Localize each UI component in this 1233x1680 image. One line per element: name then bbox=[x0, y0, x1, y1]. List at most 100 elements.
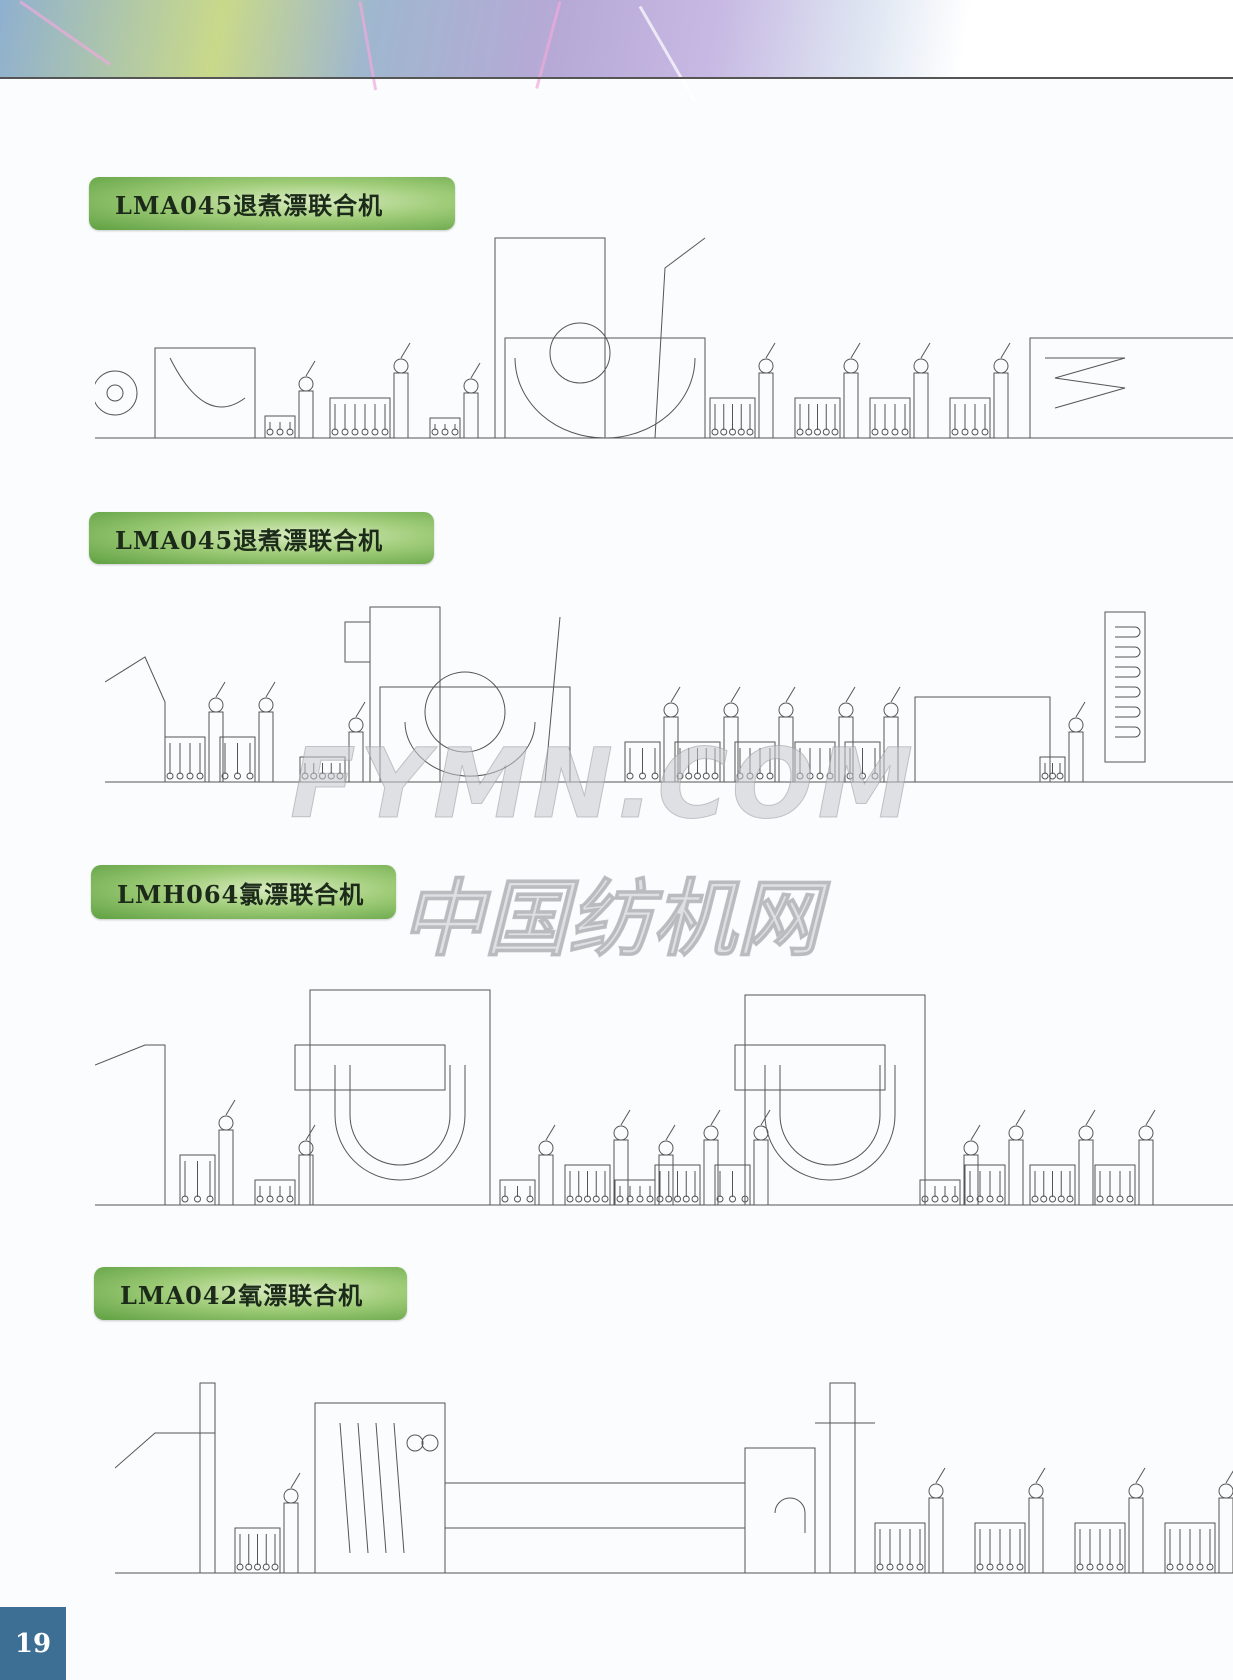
drawing-stroke bbox=[566, 1195, 574, 1203]
drawing-stroke bbox=[218, 1129, 234, 1206]
drawing-stroke bbox=[421, 1434, 439, 1452]
drawing-stroke bbox=[424, 671, 506, 753]
drawing-stroke bbox=[1086, 1563, 1094, 1571]
drawing-stroke bbox=[1166, 1563, 1174, 1571]
drawing-stroke bbox=[164, 736, 206, 783]
section-title-3: LMH064氯漂联合机 bbox=[91, 865, 396, 919]
drawing-stroke bbox=[1041, 772, 1049, 780]
drawing-stroke bbox=[1138, 1125, 1154, 1141]
drawing-stroke bbox=[1039, 756, 1066, 783]
drawing-stroke bbox=[1015, 1109, 1026, 1126]
drawing-stroke bbox=[234, 1527, 281, 1574]
drawing-stroke bbox=[805, 428, 813, 436]
drawing-stroke bbox=[1115, 666, 1141, 678]
drawing-stroke bbox=[963, 1140, 979, 1156]
drawing-stroke bbox=[1056, 772, 1064, 780]
drawing-stroke bbox=[1115, 726, 1141, 738]
drawing-stroke bbox=[756, 772, 764, 780]
drawing-stroke bbox=[601, 1195, 609, 1203]
drawing-stroke bbox=[730, 686, 741, 703]
drawing-stroke bbox=[199, 1382, 216, 1574]
drawing-stroke bbox=[584, 1195, 591, 1203]
drawing-stroke bbox=[919, 1179, 961, 1206]
drawing-stroke bbox=[538, 1154, 554, 1206]
drawing-stroke bbox=[1094, 1164, 1136, 1206]
drawing-stroke bbox=[225, 1099, 236, 1116]
drawing-stroke bbox=[499, 1179, 536, 1206]
drawing-stroke bbox=[1218, 1483, 1233, 1499]
drawing-stroke bbox=[104, 656, 166, 782]
section-title-2: LMA045退煮漂联合机 bbox=[89, 512, 434, 564]
drawing-stroke bbox=[514, 357, 696, 439]
drawing-stroke bbox=[971, 428, 979, 436]
drawing-stroke bbox=[871, 428, 879, 436]
drawing-stroke bbox=[850, 342, 861, 359]
drawing-stroke bbox=[1000, 342, 1011, 359]
drawing-stroke bbox=[348, 717, 364, 733]
drawing-stroke bbox=[806, 772, 814, 780]
drawing-stroke bbox=[658, 1140, 674, 1156]
drawing-stroke bbox=[298, 376, 314, 392]
drawing-stroke bbox=[685, 772, 693, 780]
drawing-stroke bbox=[331, 428, 339, 436]
drawing-stroke bbox=[814, 428, 821, 436]
drawing-stroke bbox=[723, 702, 739, 718]
drawing-stroke bbox=[626, 1195, 634, 1203]
drawing-stroke bbox=[379, 686, 571, 783]
drawing-stroke bbox=[711, 428, 719, 436]
drawing-stroke bbox=[245, 1563, 253, 1571]
drawing-stroke bbox=[703, 1139, 719, 1206]
drawing-stroke bbox=[592, 1195, 600, 1203]
drawing-stroke bbox=[234, 772, 241, 780]
drawing-stroke bbox=[305, 360, 316, 377]
drawing-stroke bbox=[916, 1563, 924, 1571]
drawing-stroke bbox=[341, 428, 349, 436]
drawing-stroke bbox=[1008, 1139, 1024, 1206]
drawing-stroke bbox=[298, 390, 314, 439]
drawing-stroke bbox=[720, 428, 728, 436]
drawing-stroke bbox=[349, 1065, 451, 1166]
drawing-stroke bbox=[290, 1472, 301, 1489]
drawing-stroke bbox=[154, 347, 256, 438]
drawing-stroke bbox=[613, 1139, 629, 1206]
drawing-stroke bbox=[298, 1140, 314, 1156]
drawing-stroke bbox=[1074, 1522, 1126, 1574]
drawing-stroke bbox=[294, 1044, 446, 1091]
drawing-stroke bbox=[766, 772, 774, 780]
drawing-stroke bbox=[1128, 1483, 1144, 1499]
drawing-stroke bbox=[545, 1124, 556, 1141]
drawing-stroke bbox=[794, 741, 836, 783]
drawing-stroke bbox=[964, 1164, 1006, 1206]
drawing-stroke bbox=[1206, 1563, 1214, 1571]
drawing-stroke bbox=[986, 1195, 994, 1203]
drawing-stroke bbox=[286, 1195, 294, 1203]
drawing-stroke bbox=[993, 358, 1009, 374]
drawing-stroke bbox=[676, 772, 684, 780]
drawing-stroke bbox=[196, 772, 204, 780]
drawing-stroke bbox=[336, 772, 344, 780]
drawing-stroke bbox=[265, 681, 276, 698]
section-title-4: LMA042氧漂联合机 bbox=[94, 1267, 407, 1320]
drawing-stroke bbox=[1104, 611, 1146, 763]
drawing-stroke bbox=[663, 702, 679, 718]
drawing-stroke bbox=[1008, 1125, 1024, 1141]
drawing-stroke bbox=[949, 397, 991, 439]
drawing-stroke bbox=[976, 1563, 984, 1571]
drawing-stroke bbox=[351, 428, 359, 436]
drawing-stroke bbox=[845, 686, 856, 703]
machine-diagram-2 bbox=[104, 598, 1233, 794]
drawing-stroke bbox=[1164, 1522, 1216, 1574]
drawing-stroke bbox=[869, 397, 911, 439]
drawing-stroke bbox=[186, 772, 194, 780]
drawing-stroke bbox=[694, 772, 701, 780]
drawing-stroke bbox=[961, 428, 969, 436]
drawing-stroke bbox=[753, 1125, 769, 1141]
drawing-stroke bbox=[463, 392, 479, 439]
drawing-stroke bbox=[843, 372, 859, 439]
page-number: 19 bbox=[0, 1607, 66, 1680]
drawing-stroke bbox=[501, 1195, 509, 1203]
drawing-stroke bbox=[301, 772, 309, 780]
drawing-stroke bbox=[711, 772, 719, 780]
drawing-stroke bbox=[935, 1467, 946, 1484]
drawing-stroke bbox=[1116, 1563, 1124, 1571]
